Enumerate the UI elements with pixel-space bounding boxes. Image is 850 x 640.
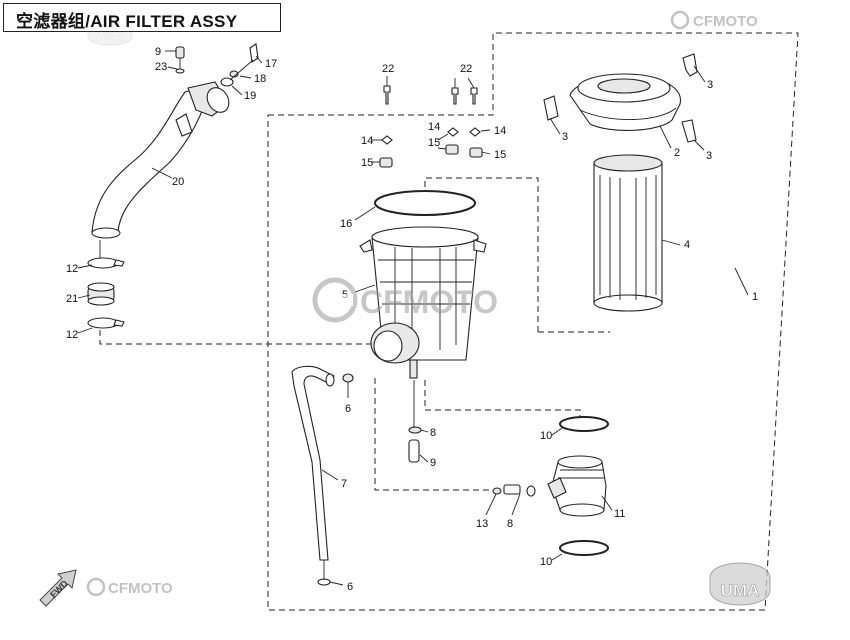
uma-faint-text: UMA [97, 31, 122, 43]
callout-c17: 17 [265, 58, 277, 70]
callout-c14a: 14 [361, 135, 373, 147]
callout-c12a: 12 [66, 263, 78, 275]
watermark-top-right: CFMOTO [670, 10, 758, 30]
watermark-center: CFMOTO [312, 277, 498, 323]
callout-c6b: 6 [347, 581, 353, 593]
cover-clips [543, 53, 698, 143]
drain-valve [408, 380, 422, 463]
watermark-top-right-text: CFMOTO [693, 13, 758, 30]
callout-c21: 21 [66, 293, 78, 305]
uma-badge-text: UMA [721, 581, 760, 600]
callout-c7: 7 [341, 478, 347, 490]
callout-c13: 13 [476, 518, 488, 530]
small-fittings-top [175, 43, 259, 87]
leader-lines [77, 50, 749, 586]
callout-c3b: 3 [562, 131, 568, 143]
callout-c15a: 15 [361, 157, 373, 169]
diagram-title: 空滤器组/AIR FILTER ASSY [16, 12, 238, 31]
callout-c14b: 14 [428, 121, 440, 133]
filter-housing [359, 226, 487, 379]
callout-c18: 18 [254, 73, 266, 85]
hose-link-line [99, 320, 375, 345]
outlet-clamps [559, 416, 609, 556]
mounting-hardware [379, 85, 483, 168]
inner-boundary [424, 177, 539, 332]
drain-link-line [374, 378, 495, 491]
assembly-boundary [267, 32, 799, 611]
drain-hose [291, 365, 354, 586]
outlet-link-line [424, 380, 581, 418]
callout-c16: 16 [340, 218, 352, 230]
uma-badge: UMA [709, 562, 771, 606]
callout-c11: 11 [614, 508, 625, 520]
watermark-bottom-left-text: CFMOTO [108, 580, 173, 597]
callout-c23: 23 [155, 61, 167, 73]
callout-c15c: 15 [494, 149, 506, 161]
intake-tube [91, 81, 230, 239]
gasket-ring [374, 190, 476, 216]
callout-c15b: 15 [428, 137, 440, 149]
callout-c3c: 3 [706, 150, 712, 162]
hose-clamps-left [87, 240, 125, 329]
callout-c22a: 22 [382, 63, 394, 75]
watermark-center-text: CFMOTO [360, 284, 498, 320]
filter-cover [569, 73, 682, 131]
hose-fitting [492, 484, 536, 497]
callout-c10a: 10 [540, 430, 552, 442]
outlet-boot [547, 455, 607, 517]
callout-c9a: 9 [155, 46, 161, 58]
title-box: 空滤器组/AIR FILTER ASSY [3, 3, 281, 32]
filter-element [593, 154, 663, 312]
callout-c19: 19 [244, 90, 256, 102]
callout-c4: 4 [684, 239, 690, 251]
fwd-arrow: FWD [39, 569, 77, 607]
callout-c8a: 8 [430, 427, 436, 439]
callout-c20: 20 [172, 176, 184, 188]
callout-c10b: 10 [540, 556, 552, 568]
callout-c3a: 3 [707, 79, 713, 91]
callout-c14c: 14 [494, 125, 506, 137]
callout-c8b: 8 [507, 518, 513, 530]
callout-c22b: 22 [460, 63, 472, 75]
callout-c6a: 6 [345, 403, 351, 415]
callout-c2: 2 [674, 147, 680, 159]
callout-c1: 1 [752, 291, 758, 303]
callout-c9b: 9 [430, 457, 436, 469]
callout-c12b: 12 [66, 329, 78, 341]
callout-labels: 1233345667889910101112121314141415151516… [66, 46, 758, 593]
watermark-bottom-left: CFMOTO [86, 577, 173, 597]
